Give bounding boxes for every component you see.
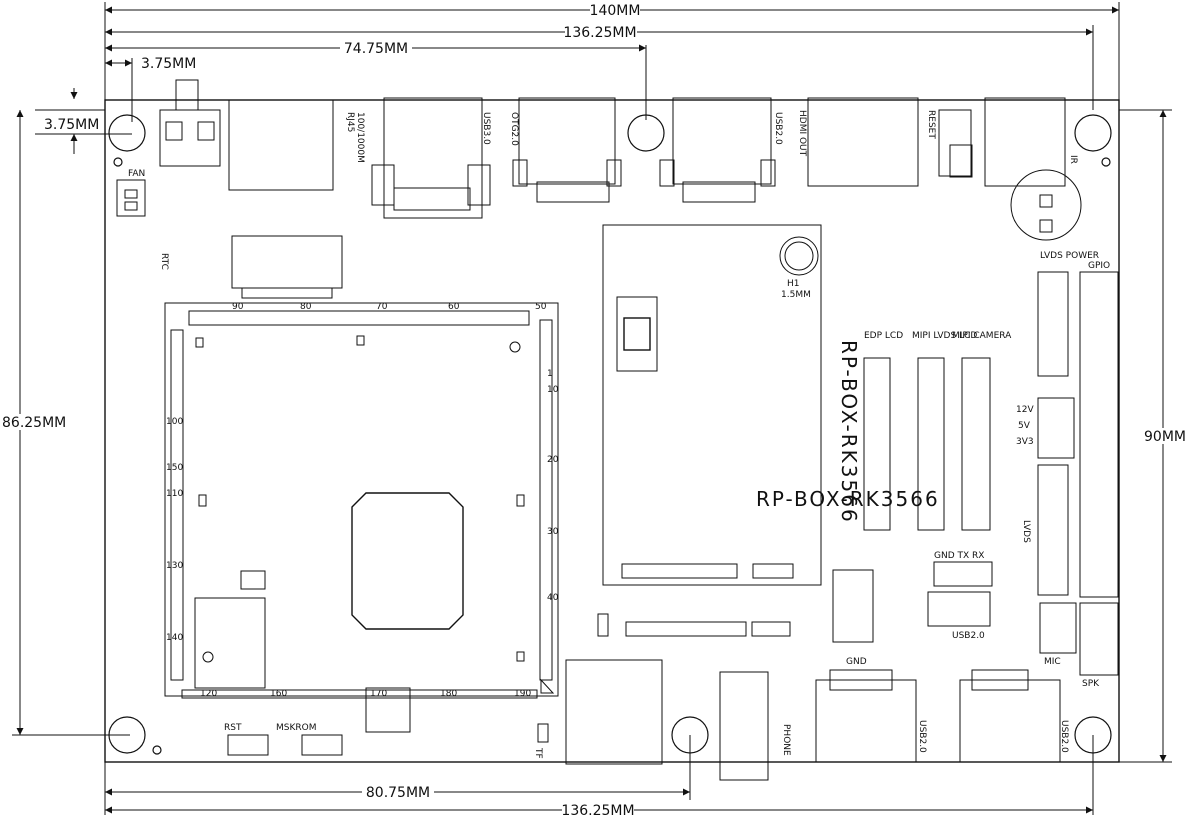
pin-number: 100 — [166, 417, 183, 427]
core-module — [164, 302, 559, 699]
pin-number: 20 — [547, 455, 559, 465]
rtc-label: RTC — [159, 253, 169, 270]
fpc-connectors — [863, 357, 991, 531]
dim-width-136-top: 136.25MM — [563, 25, 636, 41]
reset-label: RESET — [926, 110, 936, 139]
power-3v3-label: 3V3 — [1016, 437, 1034, 447]
gnd-label: GND — [846, 657, 867, 667]
mic-label: MIC — [1044, 657, 1061, 667]
ir-label: IR — [1068, 155, 1078, 164]
pin-number: 140 — [166, 633, 183, 643]
maskrom-label: MSKROM — [276, 723, 316, 733]
pin-number: 30 — [547, 527, 559, 537]
otg20-label: OTG2.0 — [509, 112, 519, 146]
pin-numbers: 1 10 20 30 40 50 60 70 80 90 100 110 120… — [166, 302, 559, 699]
dim-hole-74-75: 74.75MM — [344, 41, 408, 57]
pin-number: 70 — [376, 302, 388, 312]
mipi-lvds-lcd-label: MIPI LVDS LCD — [912, 331, 977, 341]
pin-number: 190 — [514, 689, 531, 699]
fan-label: FAN — [128, 169, 145, 179]
uart-label: GND TX RX — [934, 551, 984, 561]
lvds-power-label: LVDS POWER — [1040, 251, 1099, 261]
pin-number: 120 — [200, 689, 217, 699]
right-headers — [927, 271, 1119, 676]
center-module — [597, 224, 874, 643]
pin-number: 50 — [535, 302, 547, 312]
dim-hole-3-75-y: 3.75MM — [44, 117, 99, 133]
bottom-connectors — [227, 659, 1061, 781]
h1-size-label: 1.5MM — [781, 290, 811, 300]
spk-label: SPK — [1082, 679, 1100, 689]
pin-number: 110 — [166, 489, 183, 499]
edp-lcd-label: EDP LCD — [864, 331, 903, 341]
pin-number: 40 — [547, 593, 559, 603]
pin-number: 150 — [166, 463, 183, 473]
pin-number: 170 — [370, 689, 387, 699]
pin-number: 60 — [448, 302, 460, 312]
mipi-camera-label: MIPI CAMERA — [952, 331, 1012, 341]
top-connectors — [116, 79, 1082, 299]
board-name-horizontal: RP-BOX-RK3566 — [756, 487, 940, 511]
rj45-speed-label: 100/1000M — [355, 112, 365, 163]
rst-label: RST — [224, 723, 242, 733]
power-5v-label: 5V — [1018, 421, 1031, 431]
mounting-holes — [108, 114, 1112, 755]
dim-height-90: 90MM — [1144, 429, 1186, 445]
rj45-label: RJ45 — [345, 112, 355, 132]
gpio-label: GPIO — [1088, 261, 1110, 271]
lvds-label: LVDS — [1021, 520, 1031, 543]
usb20-bottom-b-label: USB2.0 — [1059, 720, 1069, 753]
usb20-header-label: USB2.0 — [952, 631, 985, 641]
tf-label: TF — [533, 747, 543, 759]
dim-width-140: 140MM — [590, 3, 641, 19]
dim-height-86-25: 86.25MM — [2, 415, 66, 431]
dim-hole-80-75: 80.75MM — [366, 785, 430, 801]
usb20-top-label: USB2.0 — [773, 112, 783, 145]
pin-number: 90 — [232, 302, 244, 312]
pin-number: 130 — [166, 561, 183, 571]
dim-hole-3-75-x: 3.75MM — [141, 56, 196, 72]
pin-number: 10 — [547, 385, 559, 395]
usb30-label: USB3.0 — [481, 112, 491, 145]
pin-number: 1 — [547, 369, 553, 379]
power-12v-label: 12V — [1016, 405, 1034, 415]
dim-width-136-bottom: 136.25MM — [561, 803, 634, 819]
usb20-bottom-a-label: USB2.0 — [917, 720, 927, 753]
pin-number: 180 — [440, 689, 457, 699]
board-name-vertical: RP-BOX-RK3566 — [837, 340, 861, 524]
pin-number: 160 — [270, 689, 287, 699]
h1-label: H1 — [787, 279, 800, 289]
hdmi-label: HDMI OUT — [797, 110, 807, 157]
pin-number: 80 — [300, 302, 312, 312]
board-outline — [104, 99, 1120, 763]
phone-label: PHONE — [781, 724, 791, 756]
